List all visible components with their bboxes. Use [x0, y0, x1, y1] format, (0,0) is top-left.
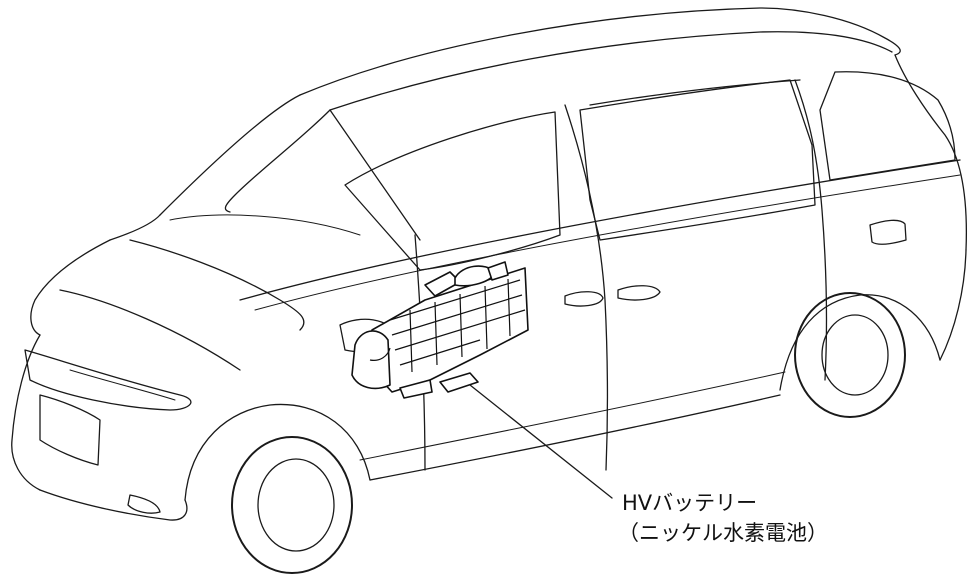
fog-lamp [127, 494, 161, 514]
hv-battery-subtitle: （ニッケル水素電池） [618, 521, 828, 545]
roof-inner-line [329, 31, 893, 111]
rear-quarter [939, 249, 967, 361]
front-rim [257, 458, 335, 552]
roof-outline [299, 7, 901, 96]
slide-door-handle [617, 285, 661, 301]
hv-battery [351, 261, 529, 399]
hv-battery-label: HVバッテリー （ニッケル水素電池） [618, 488, 828, 548]
rear-rim [821, 314, 889, 396]
middle-window [579, 79, 816, 241]
hood-center [59, 289, 241, 371]
callout-leader [469, 384, 613, 499]
hood-crease [129, 239, 305, 331]
rear-window [819, 71, 956, 181]
grille [39, 394, 101, 466]
wiper-area [169, 214, 361, 236]
front-bumper [39, 489, 188, 521]
windshield-left [109, 214, 161, 241]
sliding-door-rear [794, 79, 828, 381]
hv-battery-title: HVバッテリー [622, 491, 758, 515]
front-door-handle [564, 291, 604, 307]
a-pillar-line [329, 109, 421, 241]
lower-body-line [359, 371, 786, 461]
headlight [24, 349, 192, 411]
sliding-door-front [564, 104, 609, 471]
sliding-door-rail [589, 79, 801, 106]
rocker-panel [369, 394, 781, 481]
headlight-inner [69, 369, 176, 401]
rear-wheel-arch [779, 294, 941, 391]
front-tire [231, 436, 353, 574]
roof-rear-edge [894, 54, 967, 251]
windshield-top [159, 94, 301, 216]
beltline [239, 159, 961, 301]
hood-front [30, 239, 111, 336]
fuel-lid [869, 219, 907, 245]
windshield-right-pillar [224, 109, 331, 213]
rear-tire [794, 292, 906, 418]
beltline-inner [254, 174, 961, 311]
front-window [344, 111, 561, 271]
front-wheel-arch [184, 403, 371, 501]
front-face [11, 334, 41, 491]
